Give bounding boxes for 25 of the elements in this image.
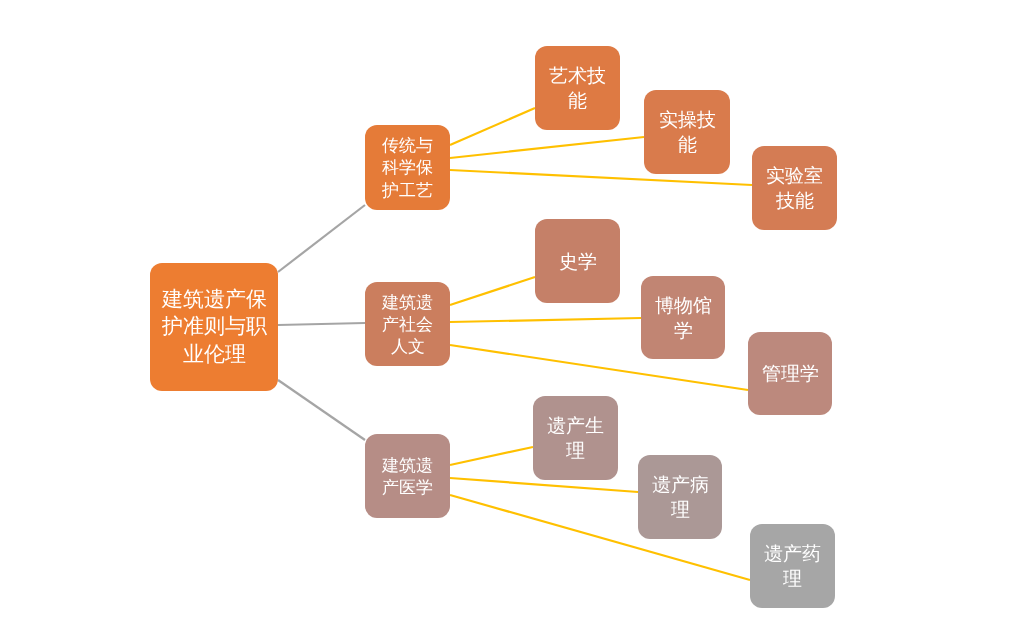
connector-line bbox=[449, 343, 749, 392]
topic-box: 建筑遗产保护准则与职业伦理 bbox=[150, 263, 278, 391]
connector-line bbox=[449, 316, 642, 324]
connector-line bbox=[277, 321, 366, 327]
connector-line bbox=[277, 204, 366, 273]
topic-box: 艺术技能 bbox=[535, 46, 620, 130]
topic-box: 遗产病理 bbox=[638, 455, 722, 539]
topic-box: 建筑遗产医学 bbox=[365, 434, 450, 518]
topic-box: 遗产生理 bbox=[533, 396, 618, 480]
topic-box: 史学 bbox=[535, 219, 620, 303]
connector-line bbox=[449, 493, 751, 582]
connector-line bbox=[449, 168, 753, 187]
topic-box: 实验室技能 bbox=[752, 146, 837, 230]
topic-box: 博物馆学 bbox=[641, 276, 725, 359]
connector-line bbox=[449, 445, 534, 467]
connector-line bbox=[449, 476, 639, 494]
connector-line bbox=[277, 379, 366, 441]
connector-line bbox=[449, 107, 536, 146]
topic-box: 传统与科学保护工艺 bbox=[365, 125, 450, 210]
topic-box: 管理学 bbox=[748, 332, 832, 415]
topic-box: 实操技能 bbox=[644, 90, 730, 174]
connector-line bbox=[449, 275, 536, 307]
topic-box: 建筑遗产社会人文 bbox=[365, 282, 450, 366]
topic-box: 遗产药理 bbox=[750, 524, 835, 608]
connector-line bbox=[449, 135, 645, 160]
